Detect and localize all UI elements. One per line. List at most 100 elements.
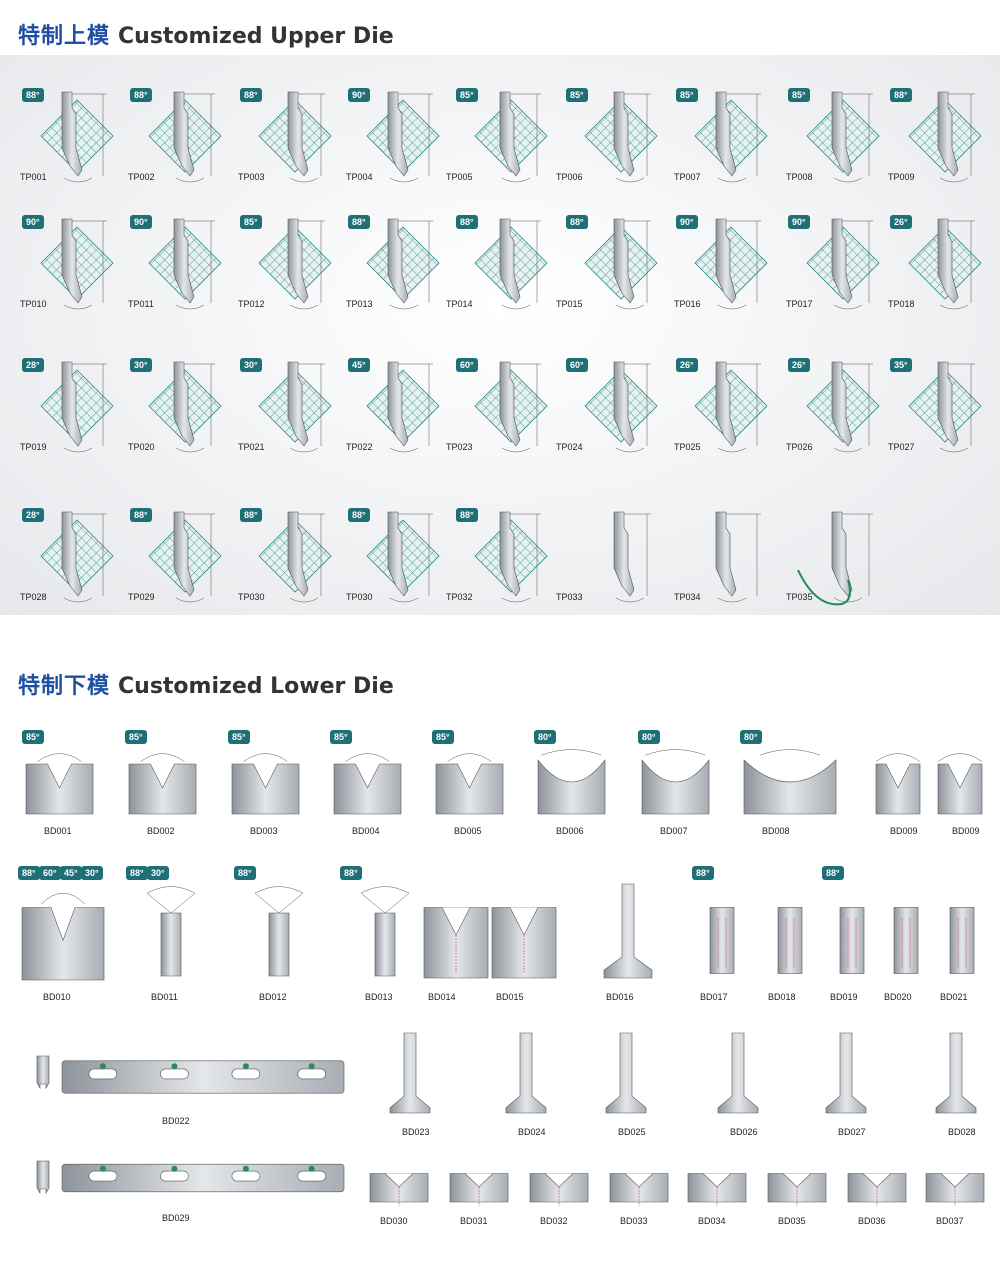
die-code: TP006 (556, 172, 583, 182)
die-code: TP017 (786, 299, 813, 309)
die-code: BD029 (162, 1213, 190, 1223)
angle-badge: 88° (348, 508, 370, 522)
punch-profile (61, 511, 83, 597)
die-drawing (839, 907, 865, 974)
die-code: TP023 (446, 442, 473, 452)
upper-die-item: 26°TP018 (888, 215, 985, 315)
die-code: BD030 (380, 1216, 408, 1226)
die-code: BD026 (730, 1127, 758, 1137)
punch-profile (831, 361, 853, 447)
angle-badge: 85° (330, 730, 352, 744)
punch-profile (173, 91, 195, 177)
die-code: TP021 (238, 442, 265, 452)
upper-die-item: 88°TP009 (888, 88, 985, 188)
die-drawing (231, 753, 300, 815)
die-code: TP018 (888, 299, 915, 309)
die-drawing (767, 1173, 827, 1206)
punch-profile (287, 91, 309, 177)
die-code: TP022 (346, 442, 373, 452)
angle-badge: 28° (22, 508, 44, 522)
angle-badge: 88° (240, 88, 262, 102)
upper-die-drawing (474, 91, 548, 183)
die-code: BD033 (620, 1216, 648, 1226)
die-code: TP011 (128, 299, 154, 309)
punch-profile (499, 91, 521, 177)
angle-badge: 90° (348, 88, 370, 102)
die-code: BD034 (698, 1216, 726, 1226)
die-code: BD012 (259, 992, 287, 1002)
punch-profile (387, 361, 409, 447)
upper-die-item: 85°TP012 (238, 215, 335, 315)
die-code: TP002 (128, 172, 155, 182)
upper-die-item: 28°TP019 (20, 358, 117, 458)
die-code: TP009 (888, 172, 915, 182)
angle-badge: 30° (147, 866, 169, 880)
angle-badge: 85° (125, 730, 147, 744)
die-drawing (743, 749, 837, 815)
upper-die-drawing (258, 361, 332, 453)
punch-profile (715, 91, 737, 177)
die-drawing (21, 892, 105, 981)
die-code: TP013 (346, 299, 373, 309)
punch-profile (937, 218, 959, 304)
die-code: BD037 (936, 1216, 964, 1226)
die-drawing (146, 886, 196, 977)
upper-die-drawing (366, 361, 440, 453)
angle-badge: 88° (240, 508, 262, 522)
die-code: BD031 (460, 1216, 488, 1226)
die-code: BD024 (518, 1127, 546, 1137)
die-code: BD025 (618, 1127, 646, 1137)
die-drawing (529, 1173, 589, 1206)
die-code: TP035 (786, 592, 813, 602)
upper-die-drawing (40, 361, 114, 453)
die-drawing (449, 1173, 509, 1206)
die-code: BD003 (250, 826, 278, 836)
angle-badge: 85° (788, 88, 810, 102)
upper-die-drawing (474, 218, 548, 310)
upper-die-drawing (715, 511, 761, 603)
die-code: BD028 (948, 1127, 976, 1137)
upper-die-item: 88°TP032 (446, 508, 551, 608)
die-code: TP026 (786, 442, 813, 452)
upper-die-item: 88°TP030 (346, 508, 443, 608)
punch-profile (61, 218, 83, 304)
die-drawing (435, 753, 504, 815)
upper-die-item: 88°TP014 (446, 215, 551, 315)
upper-die-item: 60°TP023 (446, 358, 551, 458)
upper-die-drawing (584, 361, 658, 453)
die-code: BD020 (884, 992, 912, 1002)
upper-die-item: 30°TP020 (128, 358, 225, 458)
die-code: BD036 (858, 1216, 886, 1226)
angle-badge: 88° (456, 508, 478, 522)
die-code: BD022 (162, 1116, 190, 1126)
die-code: BD001 (44, 826, 72, 836)
die-code: TP027 (888, 442, 915, 452)
punch-profile (173, 218, 195, 304)
die-code: TP015 (556, 299, 583, 309)
angle-badge: 85° (22, 730, 44, 744)
die-drawing (777, 907, 803, 974)
die-drawing (847, 1173, 907, 1206)
upper-die-item: 26°TP025 (674, 358, 771, 458)
upper-die-item: 90°TP016 (674, 215, 771, 315)
die-code: TP014 (446, 299, 473, 309)
punch-profile (613, 218, 635, 304)
angle-badge: 85° (432, 730, 454, 744)
angle-badge: 26° (788, 358, 810, 372)
die-drawing (389, 1032, 431, 1114)
punch-profile (715, 511, 737, 597)
die-drawing (825, 1032, 867, 1114)
angle-badge: 88° (822, 866, 844, 880)
angle-badge: 88° (126, 866, 148, 880)
angle-badge: 28° (22, 358, 44, 372)
die-drawing (423, 907, 489, 979)
die-drawing (128, 753, 197, 815)
angle-badge: 88° (692, 866, 714, 880)
upper-die-item: 35°TP027 (888, 358, 985, 458)
die-drawing (605, 1032, 647, 1114)
upper-die-drawing (148, 218, 222, 310)
upper-die-item: TP035 (786, 508, 883, 608)
punch-profile (937, 361, 959, 447)
